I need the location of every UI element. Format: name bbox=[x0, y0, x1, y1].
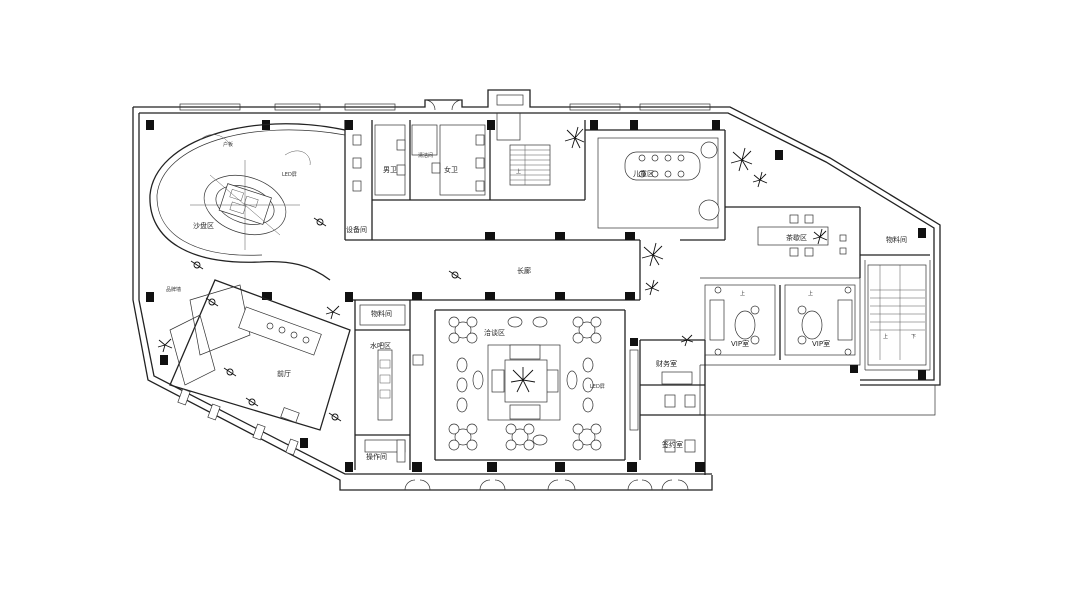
label-sand-table: 沙盘区 bbox=[193, 221, 214, 230]
person-icon bbox=[328, 412, 342, 422]
label-corridor: 长廊 bbox=[517, 266, 531, 275]
round-table bbox=[572, 316, 602, 344]
label-lobby: 前厅 bbox=[277, 369, 291, 378]
label-storage-right: 物料间 bbox=[886, 235, 907, 244]
vip-up-label: 上 bbox=[740, 290, 745, 297]
toilets bbox=[352, 124, 486, 196]
person-icon bbox=[205, 297, 219, 307]
label-signing: 签约室 bbox=[662, 440, 683, 449]
label-finance: 财务室 bbox=[656, 359, 677, 368]
plant-icon bbox=[510, 367, 536, 393]
annotation-label: LED屏 bbox=[590, 384, 605, 390]
annotation-label: LED屏 bbox=[282, 172, 297, 178]
doors[interactable] bbox=[404, 99, 689, 491]
round-table bbox=[448, 316, 478, 344]
label-cleaning: 清洁间 bbox=[418, 152, 433, 159]
plant-icon bbox=[752, 171, 768, 188]
people-figures bbox=[190, 217, 462, 422]
plant-icon bbox=[564, 126, 585, 149]
facade-windows bbox=[179, 94, 711, 111]
room-labels: 沙盘区 男卫 女卫 清洁间 设备间 儿童区 茶歇区 物料间 长廊 物料间 洽谈区… bbox=[193, 152, 907, 461]
stair-up-label: 上 bbox=[883, 333, 888, 340]
label-water-bar: 水吧区 bbox=[370, 341, 391, 350]
childrens-zone bbox=[597, 137, 720, 229]
person-icon bbox=[190, 260, 204, 270]
plant-icon bbox=[644, 279, 660, 296]
stair-center[interactable] bbox=[496, 113, 551, 186]
columns bbox=[146, 120, 926, 472]
person-icon bbox=[313, 217, 327, 227]
annotations: 上 上 下 上 上 户板 LED屏 品牌墙 LED屏 bbox=[166, 141, 916, 390]
plant-icon bbox=[641, 242, 664, 267]
label-childrens: 儿童区 bbox=[633, 169, 654, 178]
round-table bbox=[572, 423, 602, 451]
label-womens-wc: 女卫 bbox=[444, 165, 458, 174]
label-operation: 操作间 bbox=[366, 452, 387, 461]
person-icon bbox=[223, 367, 237, 377]
plant-icon bbox=[812, 228, 828, 245]
vip-up-label: 上 bbox=[808, 290, 813, 297]
label-tea-bar: 茶歇区 bbox=[786, 233, 807, 242]
person-icon bbox=[245, 397, 259, 407]
plant-icon bbox=[730, 147, 753, 172]
label-storage-mid: 物料间 bbox=[371, 309, 392, 318]
negotiation-zone bbox=[448, 316, 602, 451]
plant-icon bbox=[157, 338, 173, 353]
plants bbox=[157, 126, 828, 393]
stair-down-label: 下 bbox=[911, 334, 916, 340]
person-icon bbox=[448, 270, 462, 280]
water-bar-zone bbox=[359, 304, 424, 463]
office-rooms bbox=[629, 349, 696, 453]
label-vip-1: VIP室 bbox=[731, 339, 749, 348]
stair-right[interactable] bbox=[867, 264, 927, 366]
annotation-label: 品牌墙 bbox=[166, 286, 181, 293]
plant-icon bbox=[325, 305, 341, 320]
lounge-chairs bbox=[456, 316, 594, 446]
tea-bar-zone bbox=[757, 214, 847, 257]
outer-walls bbox=[132, 89, 941, 491]
label-equipment: 设备间 bbox=[346, 225, 367, 234]
vip-rooms bbox=[704, 284, 856, 356]
sand-table-zone bbox=[149, 123, 346, 281]
round-table bbox=[505, 423, 535, 451]
stair-up-label: 上 bbox=[516, 168, 521, 175]
lobby-zone bbox=[169, 279, 351, 456]
round-table bbox=[448, 423, 478, 451]
annotation-label: 户板 bbox=[223, 141, 233, 148]
plant-icon bbox=[680, 334, 694, 347]
label-mens-wc: 男卫 bbox=[383, 166, 397, 174]
label-vip-2: VIP室 bbox=[812, 339, 830, 348]
label-negotiation: 洽谈区 bbox=[484, 328, 505, 337]
